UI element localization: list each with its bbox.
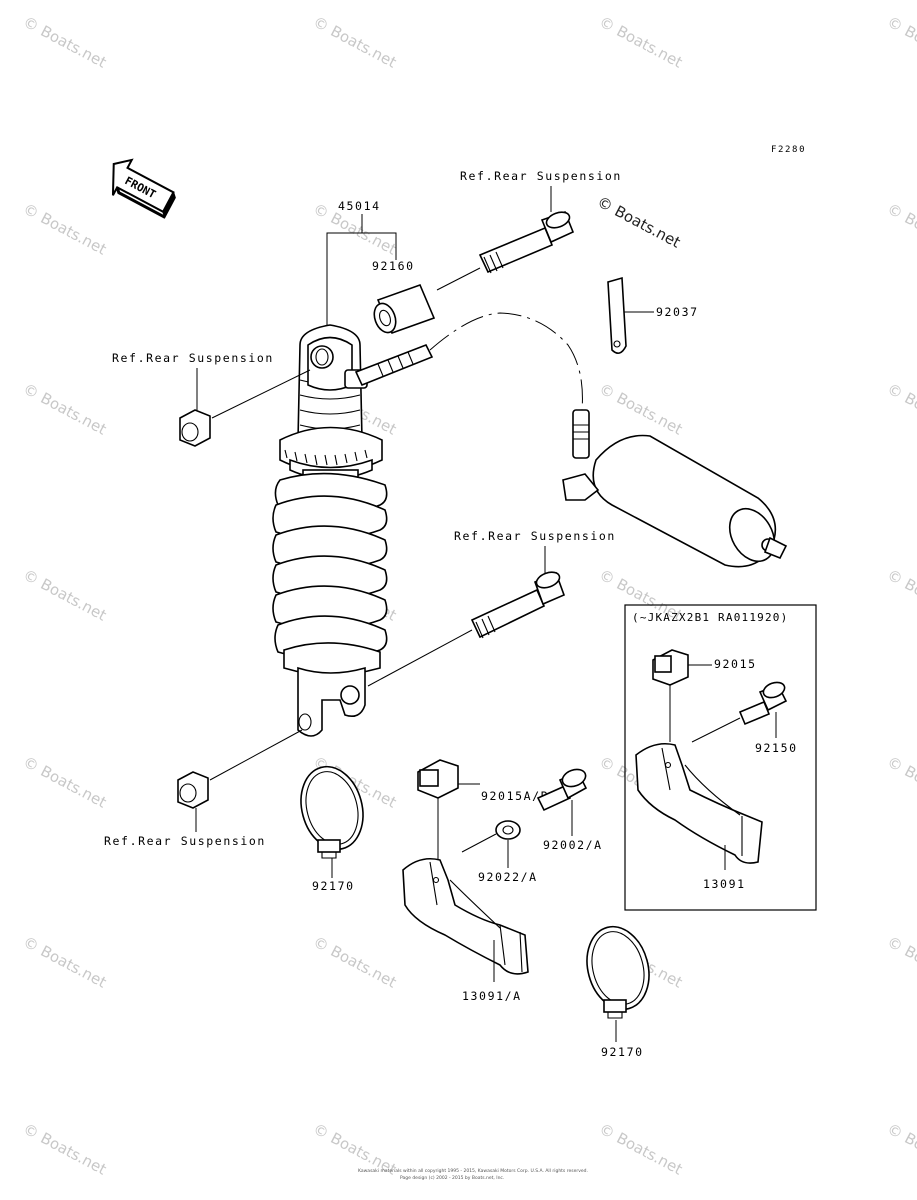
label-13091a: 13091/A <box>462 989 522 1003</box>
watermark: © Boats.net <box>20 200 109 259</box>
watermark: © Boats.net <box>884 380 917 439</box>
watermark: © Boats.net <box>596 13 685 72</box>
label-92015: 92015 <box>714 657 757 671</box>
watermark: © Boats.net <box>20 380 109 439</box>
bolt-92002a <box>536 768 588 812</box>
watermark: © Boats.net <box>20 753 109 812</box>
label-92015ab: 92015A/B <box>481 789 549 803</box>
watermark: © Boats.net <box>884 933 917 992</box>
label-13091: 13091 <box>703 877 746 891</box>
bushing-92160 <box>373 283 436 335</box>
front-arrow-icon: FRONT <box>111 158 176 220</box>
label-ref-left-upper: Ref.Rear Suspension <box>112 351 274 365</box>
clip-92015ab <box>417 759 459 799</box>
remote-adjuster <box>354 312 788 568</box>
watermark: © Boats.net <box>596 380 685 439</box>
footer-line-2: Page design (c) 2002 - 2015 by Boats.net… <box>400 1175 504 1181</box>
guard-13091a <box>402 857 529 975</box>
label-45014: 45014 <box>338 199 381 213</box>
label-92150: 92150 <box>755 741 798 755</box>
inset-box: (~JKAZX2B1 RA011920) 92015 92150 13091 <box>624 604 817 911</box>
label-92037: 92037 <box>656 305 699 319</box>
watermark: © Boats.net <box>884 200 917 259</box>
watermark: © Boats.net <box>310 933 399 992</box>
shock-absorber <box>272 324 388 737</box>
footer-line-1: Kawasaki materials within all copyright … <box>358 1168 588 1174</box>
nut-upper-left <box>179 409 211 447</box>
clamp-92170-bottom <box>586 925 650 1019</box>
clamp-92170-left <box>300 765 364 859</box>
watermark: © Boats.net <box>884 753 917 812</box>
label-92170-left: 92170 <box>312 879 355 893</box>
inset-title: (~JKAZX2B1 RA011920) <box>632 611 788 624</box>
label-92002a: 92002/A <box>543 838 603 852</box>
label-92160: 92160 <box>372 259 415 273</box>
nut-lower-left <box>177 771 209 809</box>
label-92170-bottom: 92170 <box>601 1045 644 1059</box>
watermark: © Boats.net <box>20 566 109 625</box>
watermark: © Boats.net <box>596 1120 685 1179</box>
bolt-mid <box>470 571 566 639</box>
watermark: © Boats.net <box>20 1120 109 1179</box>
label-92022a: 92022/A <box>478 870 538 884</box>
strap-92037 <box>607 276 627 354</box>
label-ref-top-right: Ref.Rear Suspension <box>460 169 622 183</box>
watermark: © Boats.net <box>884 1120 917 1179</box>
label-ref-left-lower: Ref.Rear Suspension <box>104 834 266 848</box>
watermark: © Boats.net <box>884 13 917 72</box>
watermark: © Boats.net <box>20 13 109 72</box>
label-ref-mid: Ref.Rear Suspension <box>454 529 616 543</box>
bolt-top <box>478 210 575 274</box>
watermark-dark: © Boats.net <box>594 193 683 252</box>
watermark: © Boats.net <box>310 13 399 72</box>
figure-id: F2280 <box>771 145 806 155</box>
watermark: © Boats.net <box>884 566 917 625</box>
watermark: © Boats.net <box>20 933 109 992</box>
washer-92022a <box>495 820 521 840</box>
